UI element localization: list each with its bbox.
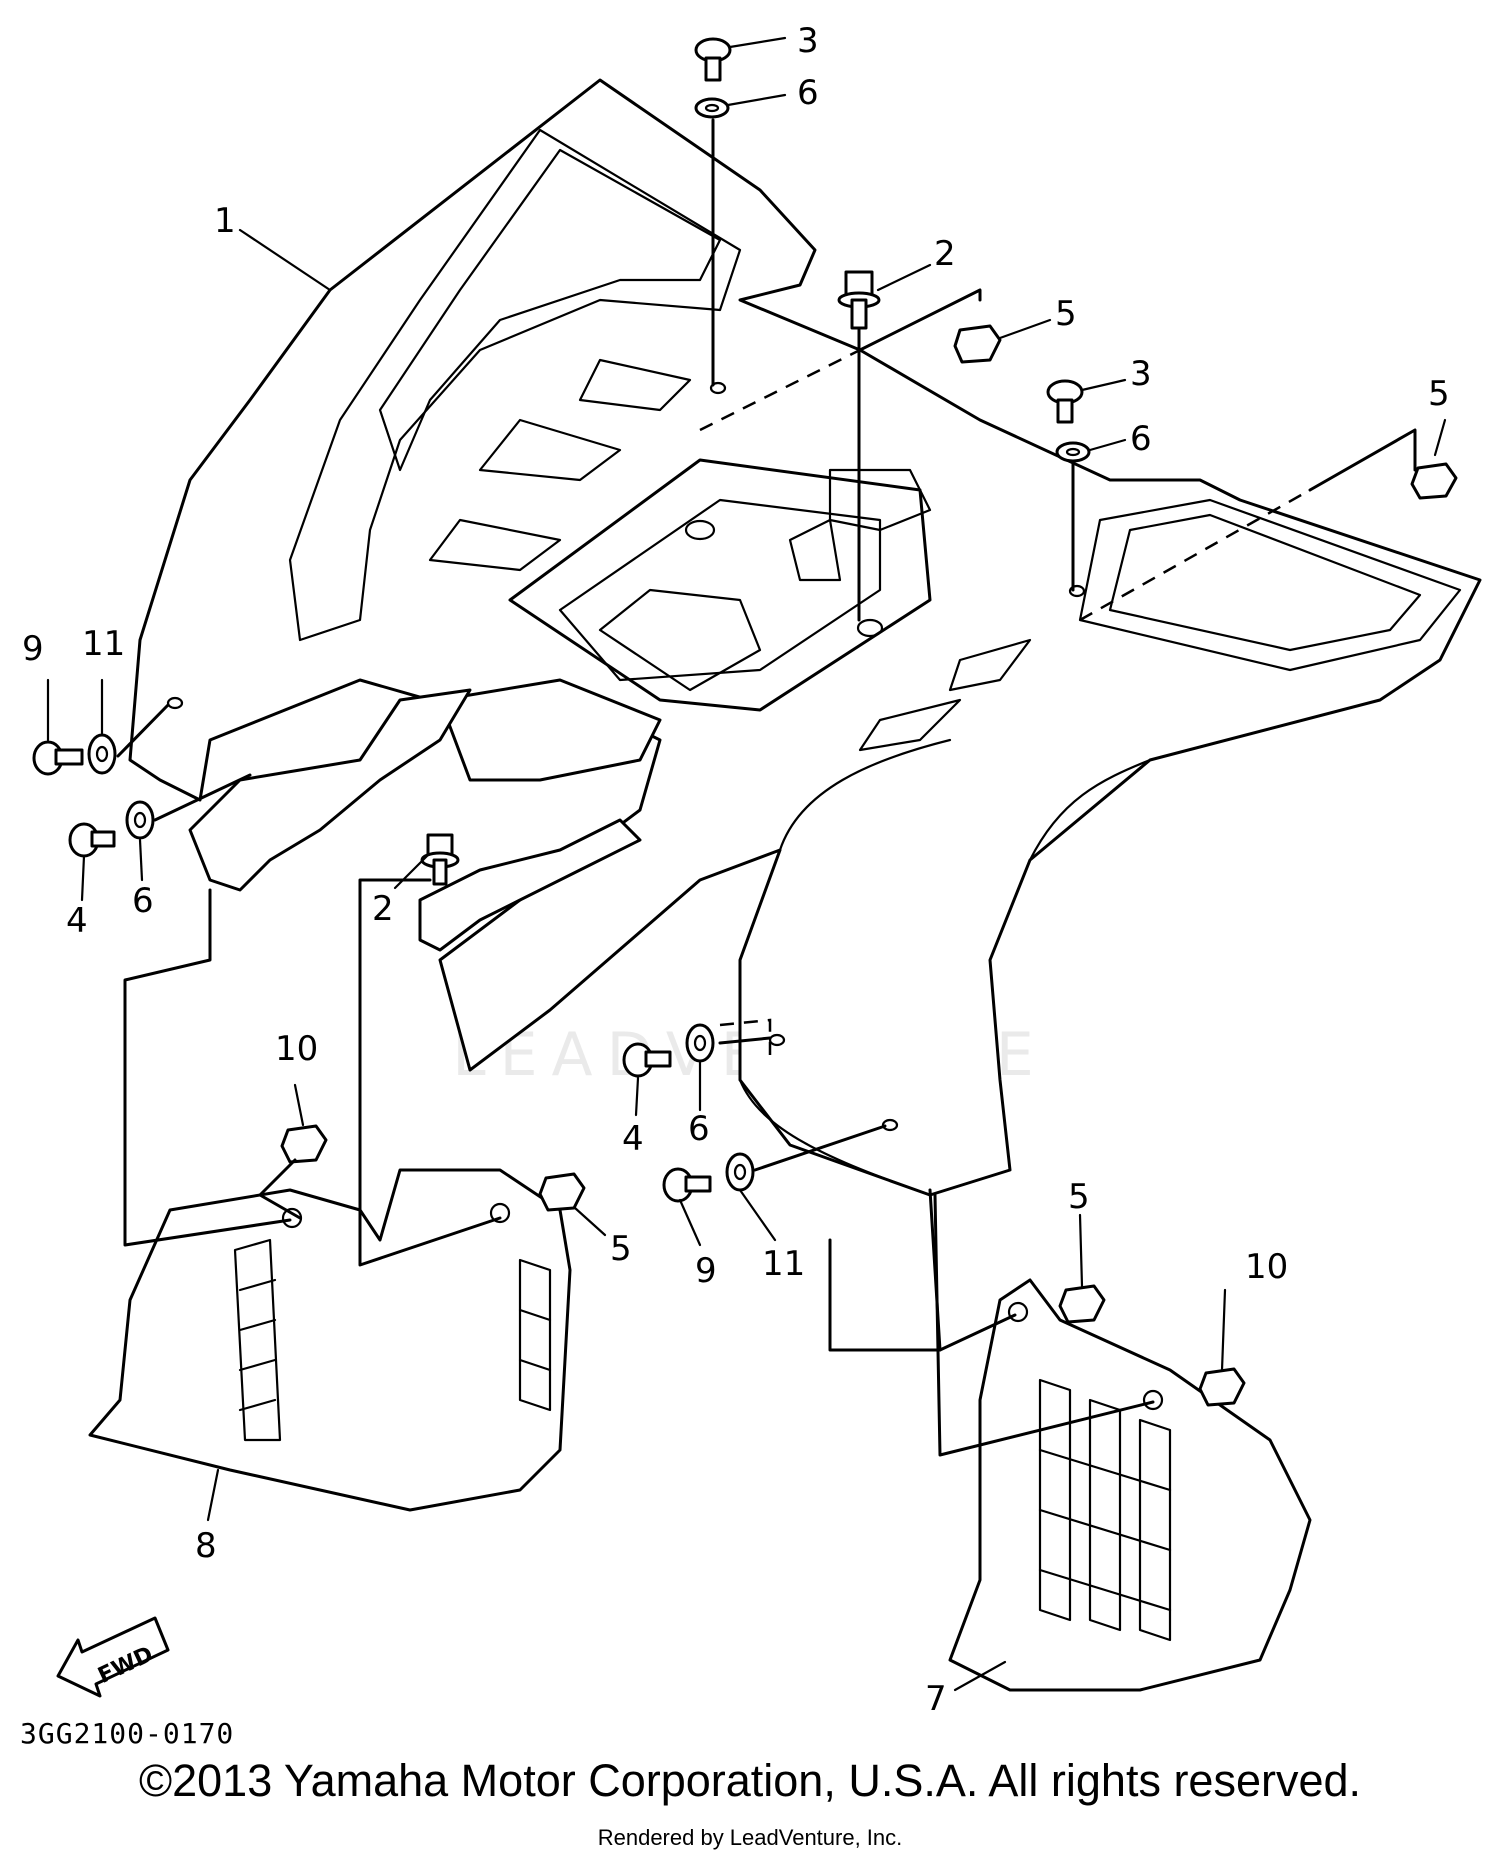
callout-screw-9a: 9 — [22, 629, 44, 669]
nut-5-left-flap — [538, 1172, 586, 1212]
callout-nut-5a: 5 — [1055, 294, 1077, 334]
callout-screw-3b: 3 — [1130, 354, 1152, 394]
callout-flap-left: 8 — [195, 1526, 217, 1566]
callout-washer-6d: 6 — [688, 1109, 710, 1149]
callout-screw-9b: 9 — [695, 1251, 717, 1291]
screw-3-top — [694, 37, 732, 82]
assembly-lines — [116, 118, 1417, 1457]
bolt-2-lower — [420, 833, 460, 886]
washer-11-left — [87, 733, 117, 775]
nut-10-right — [1198, 1367, 1246, 1407]
washer-6-left — [125, 800, 155, 840]
left-mud-flap — [88, 1168, 572, 1512]
screw-9-left — [32, 740, 84, 776]
callout-nut-5c: 5 — [610, 1229, 632, 1269]
callout-screw-4a: 4 — [66, 901, 88, 941]
fwd-arrow: FWD — [56, 1616, 170, 1698]
nut-5-far-right — [1410, 462, 1458, 500]
screw-4-left — [68, 822, 116, 858]
screw-3-right — [1046, 379, 1084, 424]
washer-6-top — [694, 97, 730, 119]
hardware — [32, 37, 1458, 1407]
callout-nut-10a: 10 — [275, 1029, 318, 1069]
callout-bolt-2a: 2 — [934, 234, 956, 274]
callout-bolt-2b: 2 — [372, 889, 394, 929]
right-mud-flap — [948, 1278, 1312, 1692]
callout-screw-3a: 3 — [797, 21, 819, 61]
diagram-code: 3GG2100-0170 — [20, 1717, 235, 1750]
screw-9-middle — [662, 1167, 712, 1203]
callout-flap-right: 7 — [925, 1679, 947, 1719]
washer-6-right — [1055, 441, 1091, 463]
callout-washer-11b: 11 — [762, 1244, 805, 1284]
rear-fender — [128, 78, 1482, 1197]
callout-washer-6b: 6 — [1130, 419, 1152, 459]
callout-nut-10b: 10 — [1245, 1247, 1288, 1287]
bolt-2-top — [837, 270, 881, 330]
nut-5-right-flap — [1058, 1284, 1106, 1324]
callout-washer-11a: 11 — [82, 624, 125, 664]
washer-6-middle — [685, 1023, 715, 1063]
screw-4-middle — [622, 1042, 672, 1078]
washer-11-middle — [725, 1152, 755, 1192]
rendered-by-notice: Rendered by LeadVenture, Inc. — [597, 1825, 903, 1850]
callout-labels: 1 2 2 3 3 4 4 5 5 5 5 6 6 6 6 7 8 9 9 10… — [22, 21, 1450, 1719]
callout-screw-4b: 4 — [622, 1119, 644, 1159]
copyright-notice: ©2013 Yamaha Motor Corporation, U.S.A. A… — [138, 1755, 1362, 1806]
callout-washer-6a: 6 — [797, 73, 819, 113]
leader-lines — [46, 36, 1447, 1692]
nut-5-top — [953, 324, 1002, 364]
nut-10-left — [280, 1124, 328, 1164]
callout-nut-5b: 5 — [1428, 374, 1450, 414]
callout-fender: 1 — [214, 201, 236, 241]
callout-washer-6c: 6 — [132, 881, 154, 921]
callout-nut-5d: 5 — [1068, 1177, 1090, 1217]
